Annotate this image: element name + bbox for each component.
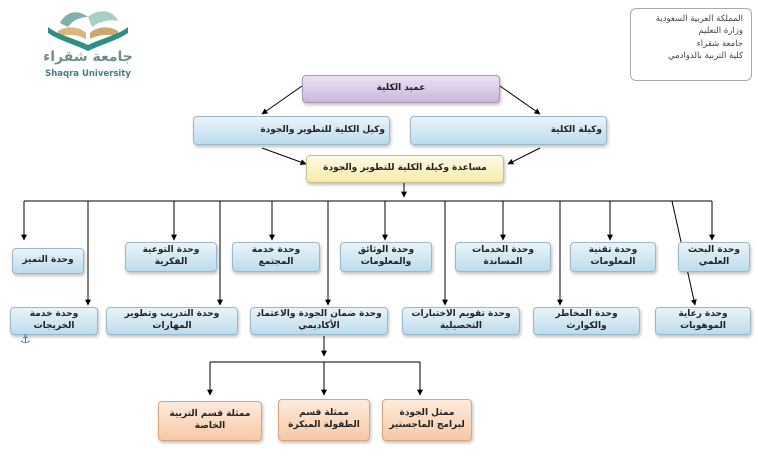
assistant-vice-dean-box: مساعدة وكيلة الكلية للتطوير والجودة (306, 155, 504, 183)
representative-box: ممثلة قسم الطفولة المبكرة (278, 399, 370, 441)
unit-box: وحدة البحث العلمي (678, 242, 750, 272)
unit-label: وحدة التدريب وتطوير المهارات (124, 309, 220, 331)
info-line: كلية التربية بالدوادمي (668, 50, 743, 61)
vice-dean-box: وكيلة الكلية (410, 116, 607, 145)
vice-dean-label: وكيلة الكلية (550, 124, 602, 135)
university-logo: جامعة شقراء Shaqra University (38, 5, 138, 85)
institution-info-box: المملكة العربية السعودية وزارة التعليم ج… (630, 8, 752, 81)
unit-box: وحدة التدريب وتطوير المهارات (106, 307, 238, 335)
unit-label: وحدة الوثائق والمعلومات (357, 245, 415, 267)
unit-box: وحدة خدمة الخريجات (10, 307, 98, 335)
unit-box: وحدة خدمة المجتمع (232, 242, 320, 272)
representative-label: ممثلة قسم التربية الخاصة (169, 409, 251, 431)
unit-label: وحدة خدمة الخريجات (29, 309, 79, 331)
quality-assurance-unit-box: وحدة ضمان الجودة والاعتماد الأكاديمي (250, 307, 388, 335)
logo-arabic-text: جامعة شقراء (43, 49, 133, 65)
unit-box: وحدة تقنية المعلومات (570, 242, 656, 272)
unit-box: وحدة رعاية الموهوبات (655, 307, 751, 335)
vice-dean-development-label: وكيل الكلية للتطوير والجودة (260, 124, 385, 135)
unit-label: وحدة رعاية الموهوبات (678, 309, 728, 331)
unit-box: وحدة التميز (12, 248, 84, 274)
assistant-vice-dean-label: مساعدة وكيلة الكلية للتطوير والجودة (323, 163, 487, 174)
representative-label: ممثلة قسم الطفولة المبكرة (288, 408, 360, 430)
dean-label: عميد الكلية (376, 83, 426, 94)
unit-label: وحدة التميز (22, 255, 74, 266)
unit-box: وحدة الوثائق والمعلومات (340, 242, 432, 272)
unit-box: وحدة الخدمات المساندة (455, 242, 551, 272)
representative-box: ممثلة قسم التربية الخاصة (158, 401, 262, 441)
unit-label: وحدة تقويم الاختبارات التحصيلية (411, 309, 511, 331)
representative-label: ممثل الجودة لبرامج الماجستير (389, 408, 465, 430)
unit-label: وحدة ضمان الجودة والاعتماد الأكاديمي (256, 309, 382, 331)
unit-label: وحدة المخاطر والكوارث (555, 309, 618, 331)
unit-label: وحدة تقنية المعلومات (588, 245, 638, 267)
vice-dean-development-box: وكيل الكلية للتطوير والجودة (193, 116, 390, 145)
info-line: جامعة شقراء (696, 38, 743, 49)
unit-label: وحدة الخدمات المساندة (472, 245, 534, 267)
book-leaf-icon (48, 11, 128, 51)
unit-box: وحدة المخاطر والكوارث (533, 307, 640, 335)
unit-box: وحدة التوعية الفكرية (125, 242, 217, 272)
info-line: وزارة التعليم (698, 26, 743, 37)
logo-english-text: Shaqra University (45, 69, 131, 79)
unit-label: وحدة التوعية الفكرية (142, 245, 200, 267)
anchor-icon: ⚓ (20, 332, 31, 346)
dean-box: عميد الكلية (302, 75, 500, 103)
unit-label: وحدة البحث العلمي (688, 245, 740, 267)
unit-box: وحدة تقويم الاختبارات التحصيلية (402, 307, 520, 335)
representative-box: ممثل الجودة لبرامج الماجستير (382, 399, 472, 441)
unit-label: وحدة خدمة المجتمع (251, 245, 301, 267)
info-line: المملكة العربية السعودية (655, 14, 743, 24)
